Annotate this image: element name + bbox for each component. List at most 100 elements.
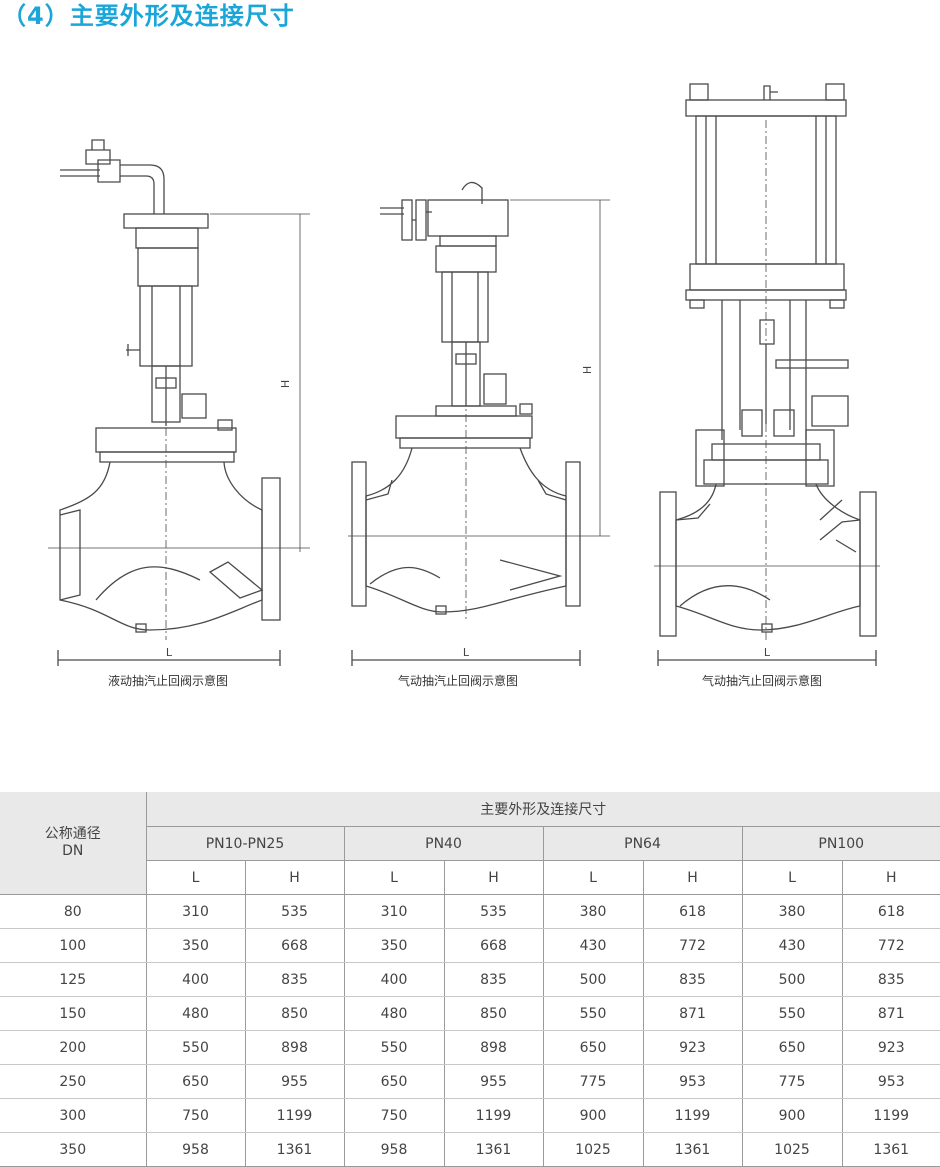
fig3-dim-l: L — [764, 646, 771, 659]
dimension-cell: 668 — [444, 928, 544, 963]
dimension-cell: 750 — [344, 1098, 445, 1133]
dimension-cell: 500 — [742, 962, 843, 997]
sub-header-l: L — [344, 860, 445, 895]
dimension-cell: 1025 — [543, 1132, 644, 1167]
sub-header-h: H — [842, 860, 940, 895]
dimension-cell: 923 — [643, 1030, 743, 1065]
dimension-cell: 480 — [344, 996, 445, 1031]
dimension-cell: 430 — [742, 928, 843, 963]
sub-header-h: H — [245, 860, 345, 895]
dimension-cell: 958 — [146, 1132, 246, 1167]
section-title: （4）主要外形及连接尺寸 — [2, 2, 295, 30]
fig2-dim-l: L — [463, 646, 470, 659]
sub-header-l: L — [543, 860, 644, 895]
sub-header-h: H — [643, 860, 743, 895]
dimension-cell: 618 — [842, 894, 940, 929]
dimension-cell: 1361 — [245, 1132, 345, 1167]
dn-cell: 150 — [0, 996, 147, 1031]
sub-header-h: H — [444, 860, 544, 895]
dimension-cell: 535 — [444, 894, 544, 929]
dimension-cell: 953 — [643, 1064, 743, 1099]
dimension-cell: 871 — [842, 996, 940, 1031]
figure-2-pneumatic-valve — [348, 181, 610, 666]
dn-header: 公称通径 DN — [0, 792, 147, 895]
group-header: 主要外形及连接尺寸 — [146, 792, 940, 827]
dimension-cell: 1199 — [444, 1098, 544, 1133]
dimension-cell: 650 — [344, 1064, 445, 1099]
dimension-cell: 1361 — [643, 1132, 743, 1167]
dimension-cell: 350 — [146, 928, 246, 963]
dimension-cell: 550 — [742, 996, 843, 1031]
dimension-cell: 955 — [444, 1064, 544, 1099]
dimension-cell: 650 — [543, 1030, 644, 1065]
dn-cell: 100 — [0, 928, 147, 963]
dimension-cell: 772 — [842, 928, 940, 963]
figure-1-caption: 液动抽汽止回阀示意图 — [108, 674, 229, 688]
fig1-dim-l: L — [166, 646, 173, 659]
dimension-cell: 1199 — [643, 1098, 743, 1133]
dn-cell: 350 — [0, 1132, 147, 1167]
pressure-class-header: PN10-PN25 — [146, 826, 345, 861]
dimension-cell: 310 — [344, 894, 445, 929]
dimension-cell: 550 — [344, 1030, 445, 1065]
dimension-cell: 898 — [444, 1030, 544, 1065]
dimension-cell: 958 — [344, 1132, 445, 1167]
dimension-cell: 1199 — [245, 1098, 345, 1133]
dimension-cell: 835 — [643, 962, 743, 997]
dimension-cell: 1361 — [842, 1132, 940, 1167]
dimension-cell: 380 — [742, 894, 843, 929]
dimension-cell: 955 — [245, 1064, 345, 1099]
dimension-cell: 550 — [543, 996, 644, 1031]
dimension-cell: 1025 — [742, 1132, 843, 1167]
dimension-cell: 835 — [444, 962, 544, 997]
dn-cell: 250 — [0, 1064, 147, 1099]
dimension-cell: 850 — [444, 996, 544, 1031]
dimension-cell: 835 — [842, 962, 940, 997]
dimension-cell: 500 — [543, 962, 644, 997]
fig1-dim-h: H — [279, 380, 292, 388]
figure-2-caption: 气动抽汽止回阀示意图 — [398, 674, 519, 688]
dimension-cell: 400 — [146, 962, 246, 997]
sub-header-l: L — [742, 860, 843, 895]
fig2-dim-h: H — [581, 366, 594, 374]
dimension-cell: 550 — [146, 1030, 246, 1065]
pressure-class-header: PN64 — [543, 826, 743, 861]
pressure-class-header: PN40 — [344, 826, 544, 861]
dimension-cell: 772 — [643, 928, 743, 963]
figure-3-caption: 气动抽汽止回阀示意图 — [702, 674, 823, 688]
dimension-cell: 900 — [543, 1098, 644, 1133]
dimension-cell: 650 — [146, 1064, 246, 1099]
figure-3-pneumatic-valve — [654, 83, 880, 666]
dimension-cell: 650 — [742, 1030, 843, 1065]
figure-1-hydraulic-valve — [48, 139, 310, 666]
dimension-cell: 835 — [245, 962, 345, 997]
dimension-cell: 350 — [344, 928, 445, 963]
dimension-cell: 1361 — [444, 1132, 544, 1167]
dimension-cell: 618 — [643, 894, 743, 929]
dn-cell: 125 — [0, 962, 147, 997]
dimension-cell: 898 — [245, 1030, 345, 1065]
dimension-cell: 923 — [842, 1030, 940, 1065]
dimension-cell: 850 — [245, 996, 345, 1031]
pressure-class-header: PN100 — [742, 826, 940, 861]
sub-header-l: L — [146, 860, 246, 895]
dimension-cell: 953 — [842, 1064, 940, 1099]
dimension-cell: 871 — [643, 996, 743, 1031]
dn-cell: 300 — [0, 1098, 147, 1133]
dn-cell: 200 — [0, 1030, 147, 1065]
dimension-cell: 900 — [742, 1098, 843, 1133]
dimension-cell: 775 — [543, 1064, 644, 1099]
dimension-cell: 380 — [543, 894, 644, 929]
dimension-cell: 668 — [245, 928, 345, 963]
dimension-cell: 1199 — [842, 1098, 940, 1133]
dimension-cell: 535 — [245, 894, 345, 929]
dimension-cell: 750 — [146, 1098, 246, 1133]
